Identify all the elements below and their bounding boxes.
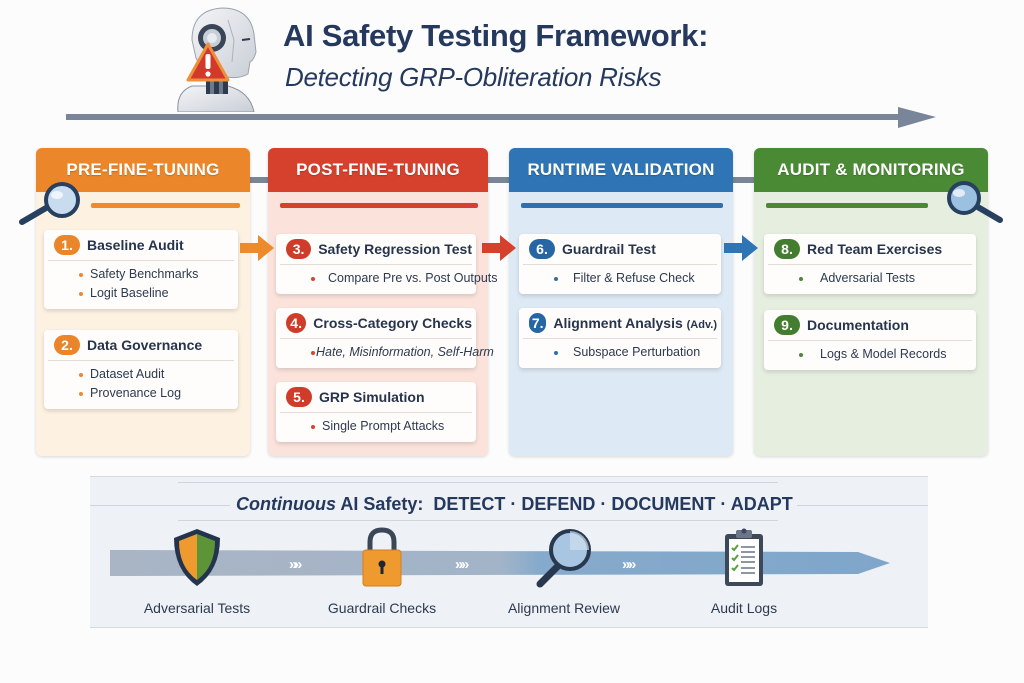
list-item: Filter & Refuse Check <box>519 269 721 288</box>
arrow-right-icon <box>240 235 274 261</box>
step-label: Audit Logs <box>710 600 778 616</box>
step-label: Guardrail Checks <box>327 600 437 616</box>
robot-head-icon <box>177 7 257 112</box>
step-title: Data Governance <box>87 337 203 353</box>
step-number-badge: 3. <box>286 239 312 259</box>
step-number-badge: 1. <box>54 235 80 255</box>
shield-icon <box>174 529 220 586</box>
list-item: Single Prompt Attacks <box>276 417 476 436</box>
chevron-right-icon: » <box>294 556 303 573</box>
step-title: Alignment Analysis (Adv.) <box>553 315 717 331</box>
column-divider <box>521 203 723 208</box>
banner-motto: DETECT · DEFEND · DOCUMENT · ADAPT <box>433 494 793 514</box>
list-item: Adversarial Tests <box>764 269 976 288</box>
banner-title-rest: AI Safety: <box>340 494 424 514</box>
step-title: Baseline Audit <box>87 237 184 253</box>
step-title: GRP Simulation <box>319 389 425 405</box>
step-number-badge: 2. <box>54 335 80 355</box>
list-item: Compare Pre vs. Post Outputs <box>276 269 498 288</box>
banner-step-adversarial-tests[interactable]: Adversarial Tests <box>127 526 267 616</box>
chevron-right-icon: » <box>628 556 637 573</box>
list-item: Logs & Model Records <box>764 345 976 364</box>
step-card-baseline-audit[interactable]: 1. Baseline Audit Safety Benchmarks Logi… <box>44 230 238 309</box>
arrow-right-icon <box>482 235 516 261</box>
padlock-icon <box>362 527 402 587</box>
magnifier-icon <box>19 182 80 225</box>
step-number-badge: 4. <box>286 313 307 333</box>
column-divider <box>91 203 240 208</box>
list-item: Logit Baseline <box>44 284 238 303</box>
chevron-right-icon: » <box>455 556 464 573</box>
step-card-guardrail-test[interactable]: 6. Guardrail Test Filter & Refuse Check <box>519 234 721 294</box>
step-card-safety-regression-test[interactable]: 3. Safety Regression Test Compare Pre vs… <box>276 234 498 294</box>
column-divider <box>280 203 478 208</box>
step-title: Guardrail Test <box>562 241 656 257</box>
arrow-right-icon <box>724 235 758 261</box>
step-number-badge: 9. <box>774 315 800 335</box>
step-label: Adversarial Tests <box>143 600 251 616</box>
banner-step-audit-logs[interactable]: Audit Logs <box>674 526 814 616</box>
column-header: AUDIT & MONITORING <box>754 148 988 192</box>
banner-title: Continuous AI Safety: DETECT · DEFEND · … <box>232 494 797 515</box>
banner-step-guardrail-checks[interactable]: Guardrail Checks <box>312 526 452 616</box>
timeline-arrow-icon <box>66 107 936 128</box>
step-title-text: Alignment Analysis <box>553 315 683 331</box>
progress-band-arrow <box>110 550 890 576</box>
column-post-fine-tuning: POST-FINE-TUNING 3. Safety Regression Te… <box>268 148 498 456</box>
divider <box>764 505 928 506</box>
magnifier-icon <box>536 529 591 588</box>
step-number-badge: 8. <box>774 239 800 259</box>
column-header: POST-FINE-TUNING <box>268 148 488 192</box>
step-card-alignment-analysis[interactable]: 7. Alignment Analysis (Adv.) Subspace Pe… <box>519 308 721 368</box>
column-pre-fine-tuning: PRE-FINE-TUNING 1. Baseline Audit Safety… <box>36 148 250 456</box>
list-item: Dataset Audit <box>44 365 238 384</box>
step-card-grp-simulation[interactable]: 5. GRP Simulation Single Prompt Attacks <box>276 382 476 442</box>
step-title: Cross-Category Checks <box>313 315 472 331</box>
divider <box>178 520 778 521</box>
list-item: Hate, Misinformation, Self-Harm <box>276 343 494 362</box>
divider <box>178 482 778 483</box>
list-item: Subspace Perturbation <box>519 343 721 362</box>
step-card-documentation[interactable]: 9. Documentation Logs & Model Records <box>764 310 976 370</box>
column-divider <box>766 203 928 208</box>
banner-title-italic: Continuous <box>236 494 336 514</box>
step-number-badge: 7. <box>529 313 547 333</box>
step-card-cross-category-checks[interactable]: 4. Cross-Category Checks Hate, Misinform… <box>276 308 494 368</box>
list-item: Provenance Log <box>44 384 238 403</box>
step-card-data-governance[interactable]: 2. Data Governance Dataset Audit Provena… <box>44 330 238 409</box>
step-number-badge: 5. <box>286 387 312 407</box>
step-title: Documentation <box>807 317 909 333</box>
step-title: Safety Regression Test <box>318 241 472 257</box>
list-item: Safety Benchmarks <box>44 265 238 284</box>
column-header: RUNTIME VALIDATION <box>509 148 733 192</box>
banner-step-alignment-review[interactable]: Alignment Review <box>494 526 634 616</box>
step-card-red-team-exercises[interactable]: 8. Red Team Exercises Adversarial Tests <box>764 234 976 294</box>
chevron-right-icon: » <box>461 556 470 573</box>
chevron-right-icon: » <box>289 556 298 573</box>
clipboard-checklist-icon <box>725 528 763 586</box>
step-title-suffix: (Adv.) <box>686 319 717 331</box>
page-subtitle: Detecting GRP-Obliteration Risks <box>285 62 662 92</box>
step-title: Red Team Exercises <box>807 241 943 257</box>
magnifier-icon <box>947 181 1003 223</box>
column-header: PRE-FINE-TUNING <box>36 148 250 192</box>
step-label: Alignment Review <box>507 600 621 616</box>
chevron-right-icon: » <box>622 556 631 573</box>
page-title: AI Safety Testing Framework: <box>283 18 709 53</box>
step-number-badge: 6. <box>529 239 555 259</box>
divider <box>90 505 230 506</box>
column-runtime-validation: RUNTIME VALIDATION 6. Guardrail Test Fil… <box>509 148 733 456</box>
